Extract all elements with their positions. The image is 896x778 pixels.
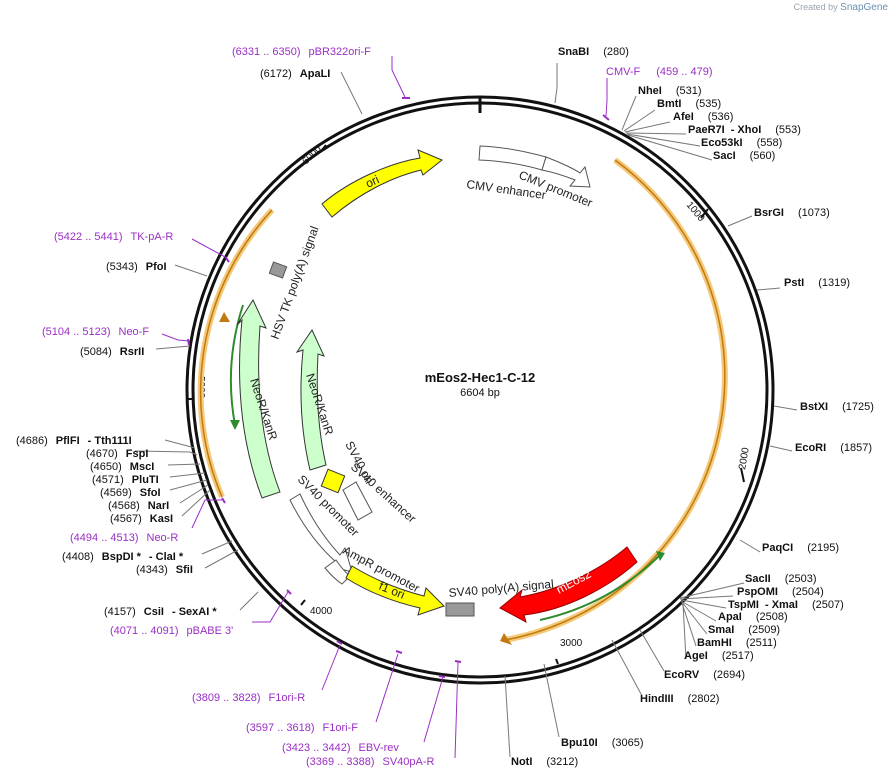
site-ecorv: EcoRV(2694)	[664, 669, 745, 681]
site-psti: PstI(1319)	[784, 277, 850, 289]
site-bpu10i: Bpu10I(3065)	[561, 737, 643, 749]
orf-left-arrowhead	[219, 312, 230, 322]
feature-hsv-tk-box	[268, 261, 288, 279]
tick-1000: 1000	[684, 200, 707, 224]
feature-sv40-polya-box	[445, 602, 475, 617]
site-sacii: SacII(2503)	[745, 573, 816, 585]
site-hindiii: HindIII(2802)	[640, 693, 719, 705]
snapgene-credit: Created by SnapGene	[794, 2, 888, 13]
tick-3000: 3000	[560, 638, 583, 649]
site-sfii: (4343)SfiI	[136, 564, 193, 576]
primer-pbr322ori-f: (6331 .. 6350)pBR322ori-F	[232, 46, 371, 58]
site-eco53ki: Eco53kI(558)	[701, 137, 782, 149]
orf-line-left	[199, 209, 273, 498]
orf-right-arrowhead	[500, 633, 512, 645]
primer-ebv-rev: (3423 .. 3442)EBV-rev	[282, 742, 399, 754]
primer-labels: (6331 .. 6350)pBR322ori-F CMV-F(459 .. 4…	[42, 46, 713, 768]
tick-6000: 6000	[300, 143, 324, 167]
site-bamhi: BamHI(2511)	[697, 637, 777, 649]
site-pfoi: (5343)PfoI	[106, 261, 167, 273]
feature-ori-label: ori	[363, 172, 381, 190]
site-noti: NotI(3212)	[511, 756, 578, 768]
site-afei: AfeI(536)	[673, 111, 733, 123]
meos2-green-arrowhead	[656, 551, 665, 561]
orf-line-right	[504, 159, 726, 641]
feature-cmv-enhancer	[478, 145, 547, 171]
primer-marks	[187, 97, 610, 678]
primer-neo-r: (4494 .. 4513)Neo-R	[70, 532, 178, 544]
feature-hsv-tk-label: HSV TK poly(A) signal	[268, 224, 322, 341]
site-leaders	[134, 63, 798, 758]
site-saci: SacI(560)	[713, 150, 775, 162]
site-csii: (4157)CsiI- SexAI *	[104, 606, 217, 618]
feature-f1-ori	[345, 565, 445, 616]
site-bspdi: (4408)BspDI *- ClaI *	[62, 551, 184, 563]
neor-green-arrowhead	[230, 420, 240, 430]
site-pspomi: PspOMI(2504)	[737, 586, 824, 598]
primer-leaders	[161, 56, 608, 759]
plasmid-name: mEos2-Hec1-C-12	[425, 370, 536, 385]
feature-sv40-enhancer	[342, 481, 373, 521]
backbone-outer	[185, 95, 775, 685]
primer-tk-pa-r: (5422 .. 5441)TK-pA-R	[54, 231, 173, 243]
primer-f1ori-f: (3597 .. 3618)F1ori-F	[246, 722, 358, 734]
enzyme-labels: SnaBI(280) NheI(531) BmtI(535) AfeI(536)…	[16, 46, 874, 768]
site-kasi: (4567)KasI	[110, 513, 173, 525]
feature-sv40-promoter	[289, 493, 353, 573]
site-bmti: BmtI(535)	[657, 98, 721, 110]
tick-4000: 4000	[310, 606, 333, 617]
primer-neo-f: (5104 .. 5123)Neo-F	[42, 326, 149, 338]
site-tspmi: TspMI- XmaI(2507)	[728, 599, 844, 611]
primer-f1ori-r: (3809 .. 3828)F1ori-R	[192, 692, 305, 704]
primer-sv40pa-r: (3369 .. 3388)SV40pA-R	[306, 756, 435, 768]
site-pflfi: (4686)PflFI- Tth111I	[16, 435, 132, 447]
site-nhei: NheI(531)	[638, 85, 702, 97]
feature-neor-outer	[236, 298, 281, 499]
site-agei: AgeI(2517)	[684, 650, 754, 662]
feature-neor-inner	[295, 328, 327, 471]
site-bsrgi: BsrGI(1073)	[754, 207, 830, 219]
feature-meos2	[499, 546, 638, 624]
site-ecori: EcoRI(1857)	[795, 442, 872, 454]
meos2-green-arc	[539, 554, 661, 621]
site-msci: (4650)MscI	[90, 461, 154, 473]
site-bstxi: BstXI(1725)	[800, 401, 874, 413]
tick-marks	[188, 144, 745, 665]
site-sfoi: (4569)SfoI	[100, 487, 161, 499]
site-snabi: SnaBI(280)	[558, 46, 629, 58]
site-smai: SmaI(2509)	[708, 624, 780, 636]
tick-2000: 2000	[737, 446, 752, 470]
brand-name: SnapGene	[840, 2, 888, 13]
plasmid-length: 6604 bp	[460, 387, 500, 399]
feature-cmv-promoter	[541, 156, 591, 188]
brand-prefix: Created by	[793, 2, 838, 12]
site-paqci: PaqCI(2195)	[762, 542, 839, 554]
primer-pbabe-3: (4071 .. 4091)pBABE 3'	[110, 625, 233, 637]
primer-cmv-f: CMV-F(459 .. 479)	[606, 66, 713, 78]
site-paer7i: PaeR7I- XhoI(553)	[688, 124, 801, 136]
feature-ori	[321, 149, 443, 218]
site-pluti: (4571)PluTI	[92, 474, 159, 486]
site-nari: (4568)NarI	[108, 500, 169, 512]
site-fspi: (4670)FspI	[86, 448, 148, 460]
feature-sv40-ori	[320, 468, 346, 494]
site-apali: (6172)ApaLI	[260, 68, 330, 80]
site-rsrii: (5084)RsrII	[80, 346, 144, 358]
site-apai: ApaI(2508)	[718, 611, 788, 623]
neor-green-arc	[230, 304, 244, 426]
